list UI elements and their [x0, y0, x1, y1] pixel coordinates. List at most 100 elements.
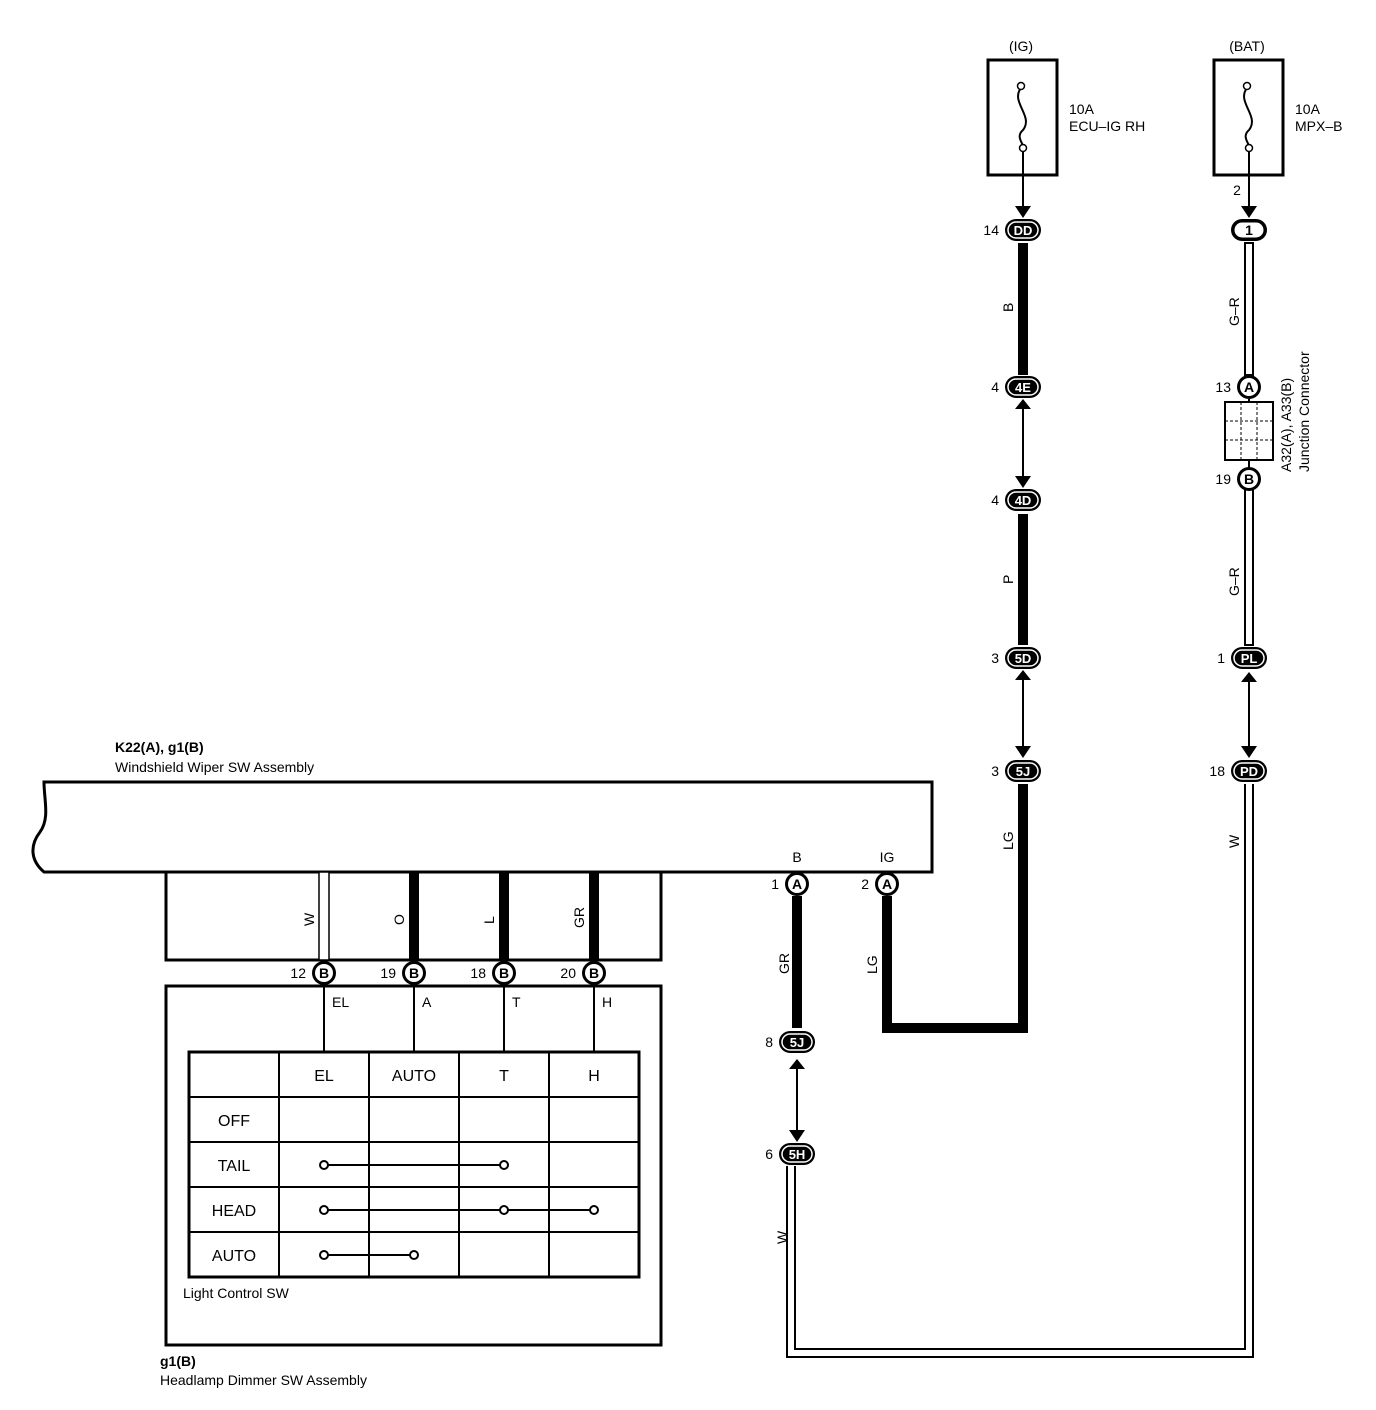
- svg-text:B: B: [319, 965, 329, 981]
- connector-2-a: A 2: [861, 872, 899, 896]
- wire-label-p: P: [1000, 575, 1016, 584]
- svg-text:4D: 4D: [1015, 493, 1032, 508]
- fuse-ig-name: ECU–IG RH: [1069, 118, 1145, 134]
- svg-text:4: 4: [991, 379, 999, 395]
- wire-label-sw-gr: GR: [571, 907, 587, 928]
- svg-text:1: 1: [1217, 650, 1225, 666]
- svg-text:DD: DD: [1014, 223, 1033, 238]
- svg-text:A: A: [882, 876, 892, 892]
- connector-18-pd: PD 18: [1209, 760, 1267, 782]
- svg-text:1: 1: [1245, 222, 1253, 238]
- svg-text:18: 18: [470, 965, 486, 981]
- wire-label-gr-bottom: G–R: [1226, 567, 1242, 596]
- wire-label-w-right: W: [1226, 834, 1242, 848]
- wiper-assembly-code: K22(A), g1(B): [115, 739, 204, 755]
- fuse-ig-source-label: (IG): [1009, 38, 1033, 54]
- connector-8-5j: 5J 8: [765, 1031, 815, 1053]
- table-col-auto: AUTO: [392, 1068, 436, 1085]
- fuse-bat-icon: [1243, 87, 1253, 147]
- connector-3-5j: 5J 3: [991, 760, 1041, 782]
- fuse-bat-source-label: (BAT): [1229, 38, 1265, 54]
- connector-13-a: A 13: [1215, 375, 1261, 399]
- dimmer-assembly-code: g1(B): [160, 1353, 196, 1369]
- connector-2-1: 1 2: [1231, 182, 1267, 241]
- svg-text:B: B: [1244, 471, 1254, 487]
- svg-text:12: 12: [290, 965, 306, 981]
- table-row-off: OFF: [218, 1113, 250, 1130]
- svg-text:5J: 5J: [790, 1035, 804, 1050]
- internal-switch-wiring: [164, 870, 663, 962]
- fuse-ig-icon: [1017, 87, 1027, 147]
- svg-text:8: 8: [765, 1034, 773, 1050]
- connector-1-pl: PL 1: [1217, 647, 1267, 669]
- connector-19-b-switch: B 19: [380, 961, 426, 985]
- table-row-head: HEAD: [212, 1203, 256, 1220]
- fuse-mpx-b: (BAT) 10A MPX–B: [1212, 38, 1342, 177]
- junction-label-1: A32(A), A33(B): [1278, 378, 1294, 472]
- wire-color-labels: B P LG G–R G–R W GR LG W W O L GR: [301, 297, 1242, 1244]
- junction-label-2: Junction Connector: [1296, 351, 1312, 472]
- fuse-ecu-ig-rh: (IG) 10A ECU–IG RH: [986, 38, 1145, 177]
- table-row-tail: TAIL: [218, 1158, 251, 1175]
- wiper-terminal-b: B: [792, 849, 801, 865]
- wire-label-gr-top: G–R: [1226, 297, 1242, 326]
- svg-text:3: 3: [991, 650, 999, 666]
- terminal-el-label: EL: [332, 994, 349, 1010]
- svg-text:B: B: [589, 965, 599, 981]
- svg-text:A: A: [1244, 379, 1254, 395]
- svg-text:19: 19: [380, 965, 396, 981]
- switch-position-table: EL AUTO T H OFF TAIL HEAD AUTO: [187, 1050, 641, 1279]
- fuse-bat-name: MPX–B: [1295, 118, 1342, 134]
- wiper-terminal-ig: IG: [880, 849, 895, 865]
- wire-label-sw-o: O: [391, 914, 407, 925]
- terminal-h-label: H: [602, 994, 612, 1010]
- wire-label-sw-l: L: [481, 916, 497, 924]
- connector-4-4e: 4E 4: [991, 376, 1041, 398]
- svg-text:19: 19: [1215, 471, 1231, 487]
- wire-label-lg-right: LG: [1000, 831, 1016, 850]
- connector-20-b: B 20: [560, 961, 606, 985]
- svg-text:2: 2: [1233, 182, 1241, 198]
- table-row-auto: AUTO: [212, 1248, 256, 1265]
- svg-text:2: 2: [861, 876, 869, 892]
- connector-pins: DD 14 4E 4 4D 4 5D 3 5J 3: [290, 182, 1267, 1165]
- continuity-tail: [319, 1160, 509, 1170]
- b-terminal-wiring: [789, 896, 805, 1142]
- svg-text:4: 4: [991, 492, 999, 508]
- svg-text:PL: PL: [1241, 651, 1258, 666]
- connector-1-a: A 1: [771, 872, 809, 896]
- connector-3-5d: 5D 3: [991, 647, 1041, 669]
- bat-circuit-wiring: [786, 152, 1257, 1358]
- table-col-el: EL: [314, 1068, 334, 1085]
- svg-text:5D: 5D: [1015, 651, 1032, 666]
- svg-text:A: A: [792, 876, 802, 892]
- headlamp-dimmer-switch: EL A T H EL AUTO T H OFF TAIL HEAD AUTO: [164, 984, 663, 1347]
- dimmer-assembly-name: Headlamp Dimmer SW Assembly: [160, 1372, 367, 1388]
- terminal-a-label: A: [422, 994, 432, 1010]
- table-col-h: H: [588, 1068, 600, 1085]
- svg-text:PD: PD: [1240, 764, 1258, 779]
- connector-4-4d: 4D 4: [991, 489, 1041, 511]
- terminal-t-label: T: [512, 994, 521, 1010]
- wire-label-b: B: [1000, 303, 1016, 312]
- svg-text:6: 6: [765, 1146, 773, 1162]
- connector-18-b: B 18: [470, 961, 516, 985]
- wire-label-sw-w: W: [301, 912, 317, 926]
- fuse-bat-rating: 10A: [1295, 101, 1321, 117]
- svg-text:4E: 4E: [1015, 380, 1031, 395]
- svg-text:B: B: [499, 965, 509, 981]
- svg-text:1: 1: [771, 876, 779, 892]
- connector-14-dd: DD 14: [983, 219, 1041, 241]
- svg-text:14: 14: [983, 222, 999, 238]
- continuity-auto: [319, 1250, 419, 1260]
- connector-6-5h: 5H 6: [765, 1143, 815, 1165]
- wire-label-lg-left: LG: [864, 955, 880, 974]
- connector-19-b: B 19: [1215, 467, 1261, 491]
- table-col-t: T: [499, 1068, 509, 1085]
- svg-text:13: 13: [1215, 379, 1231, 395]
- svg-text:3: 3: [991, 763, 999, 779]
- light-control-sw-label: Light Control SW: [183, 1285, 290, 1301]
- junction-connector: A32(A), A33(B) Junction Connector: [1224, 351, 1312, 472]
- svg-text:5H: 5H: [789, 1147, 806, 1162]
